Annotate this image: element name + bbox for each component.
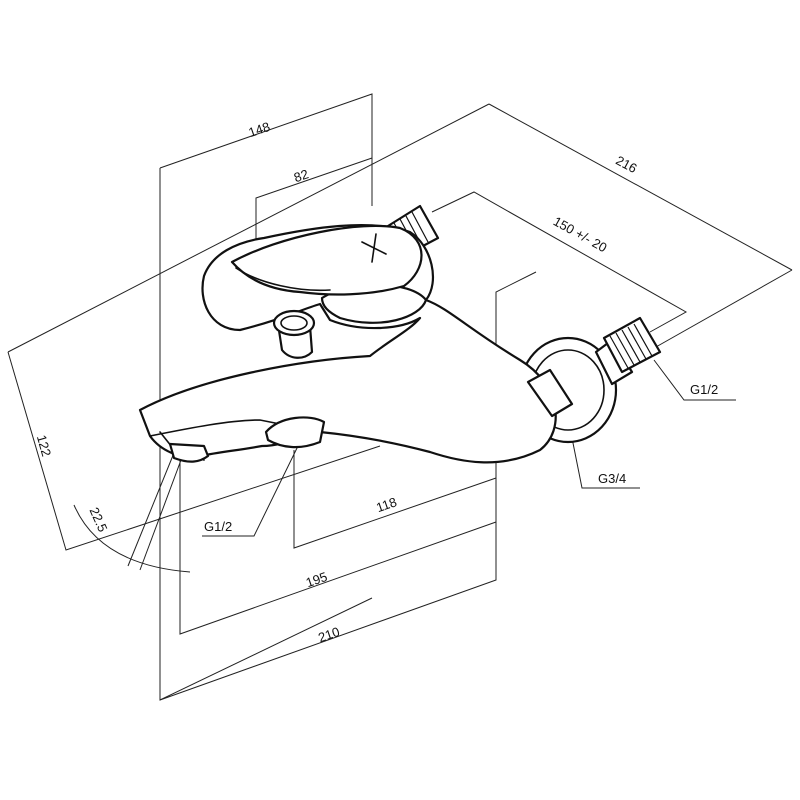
label-148: 148 xyxy=(246,119,271,140)
diverter-knob xyxy=(272,309,316,359)
wall-nut xyxy=(526,368,574,418)
label-82: 82 xyxy=(292,166,311,185)
dim-angle-ray-1 xyxy=(139,451,185,571)
dim-angle-arc xyxy=(73,504,191,573)
dim-150-line xyxy=(431,191,688,333)
label-22-5: 22.5 xyxy=(87,505,111,534)
dim-118-line xyxy=(293,450,497,549)
label-118: 118 xyxy=(374,494,398,515)
dim-angle-ray-2 xyxy=(127,447,177,567)
body-seam xyxy=(149,419,281,437)
leader-g12-spout xyxy=(202,445,299,537)
lever-edge xyxy=(235,267,331,292)
dim-216-left-ext xyxy=(7,103,490,353)
label-150: 150 +/- 20 xyxy=(551,214,610,256)
dimension-lines xyxy=(7,93,793,701)
label-g12-spout: G1/2 xyxy=(204,519,232,534)
label-g34: G3/4 xyxy=(598,471,626,486)
label-195: 195 xyxy=(304,569,329,590)
dim-216-right-ext xyxy=(639,269,793,357)
cross-mark-b xyxy=(371,233,377,263)
dim-122-line xyxy=(7,351,381,551)
label-g12-inlet: G1/2 xyxy=(690,382,718,397)
label-122: 122 xyxy=(34,433,54,458)
label-216: 216 xyxy=(613,153,639,176)
dim-195-line xyxy=(179,458,497,635)
dim-148-line xyxy=(159,93,373,206)
label-210: 210 xyxy=(316,624,341,645)
faucet-body xyxy=(138,204,662,464)
diverter-base xyxy=(264,416,326,449)
spout-outlet xyxy=(168,442,210,463)
inlet-thread-right xyxy=(602,316,662,374)
leader-g12-inlet xyxy=(653,359,736,401)
dim-216-line xyxy=(488,103,793,271)
